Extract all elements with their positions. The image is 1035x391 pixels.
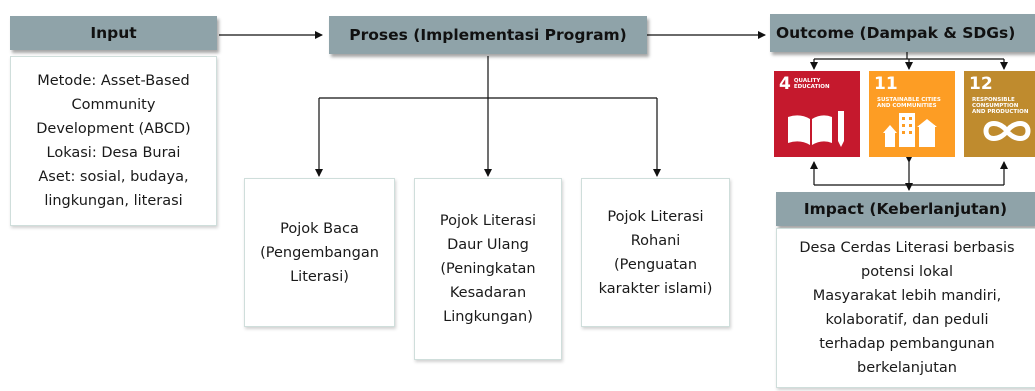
process-item-line: karakter islami) [598, 280, 713, 297]
sdg-label: QUALITY EDUCATION [793, 78, 830, 90]
impact-header: Impact (Keberlanjutan) [776, 192, 1035, 226]
impact-line: potensi lokal [860, 264, 954, 280]
sdg-11-tile: 11SUSTAINABLE CITIES AND COMMUNITIES [869, 71, 955, 157]
outcome-header: Outcome (Dampak & SDGs) [770, 14, 1035, 52]
impact-line: berkelanjutan [857, 360, 957, 376]
process-item-line: (Peningkatan [440, 261, 536, 277]
process-item-line: Pojok Baca [280, 220, 359, 237]
process-item-pojok-daur-ulang: Pojok Literasi Daur Ulang (Peningkatan K… [414, 178, 562, 360]
sdg-number: 12 [969, 74, 993, 94]
city-buildings-icon [883, 113, 937, 147]
input-box: Metode: Asset-Based Community Developmen… [10, 56, 217, 226]
impact-line: terhadap pembangunan [819, 336, 995, 352]
process-item-line: Pojok Literasi [607, 208, 704, 225]
input-line: Development (ABCD) [36, 121, 191, 137]
process-item-line: Kesadaran [449, 285, 527, 301]
impact-box: Desa Cerdas Literasi berbasis potensi lo… [776, 228, 1035, 388]
process-header: Proses (Implementasi Program) [329, 16, 647, 54]
process-item-line: (Pengembangan [260, 244, 379, 261]
book-pencil-icon [788, 111, 844, 147]
process-item-line: Daur Ulang [447, 237, 529, 253]
input-header: Input [10, 16, 217, 50]
input-line: Metode: Asset-Based [37, 73, 190, 89]
input-line: Community [71, 97, 156, 113]
sdg-label: RESPONSIBLE CONSUMPTION AND PRODUCTION [972, 97, 1029, 115]
sdg-label: SUSTAINABLE CITIES AND COMMUNITIES [877, 97, 941, 109]
input-line: Lokasi: Desa Burai [46, 145, 181, 161]
process-item-line: Lingkungan) [443, 309, 533, 325]
process-item-line: Literasi) [290, 268, 349, 285]
sdg-number: 11 [874, 74, 898, 94]
input-line: lingkungan, literasi [44, 193, 183, 209]
process-item-pojok-baca: Pojok Baca (Pengembangan Literasi) [244, 178, 395, 327]
sdg-12-tile: 12RESPONSIBLE CONSUMPTION AND PRODUCTION [964, 71, 1035, 157]
process-item-line: Pojok Literasi [439, 213, 537, 229]
impact-line: Masyarakat lebih mandiri, [812, 288, 1002, 304]
process-item-line: (Penguatan [613, 256, 698, 273]
infinity-loop-icon [983, 121, 1031, 141]
input-line: Aset: sosial, budaya, [38, 169, 189, 185]
impact-line: Desa Cerdas Literasi berbasis [799, 240, 1015, 256]
impact-line: kolaboratif, dan peduli [825, 312, 989, 328]
process-item-line: Rohani [630, 232, 681, 249]
sdg-number: 4 [779, 74, 791, 94]
process-item-pojok-rohani: Pojok Literasi Rohani (Penguatan karakte… [581, 178, 730, 327]
